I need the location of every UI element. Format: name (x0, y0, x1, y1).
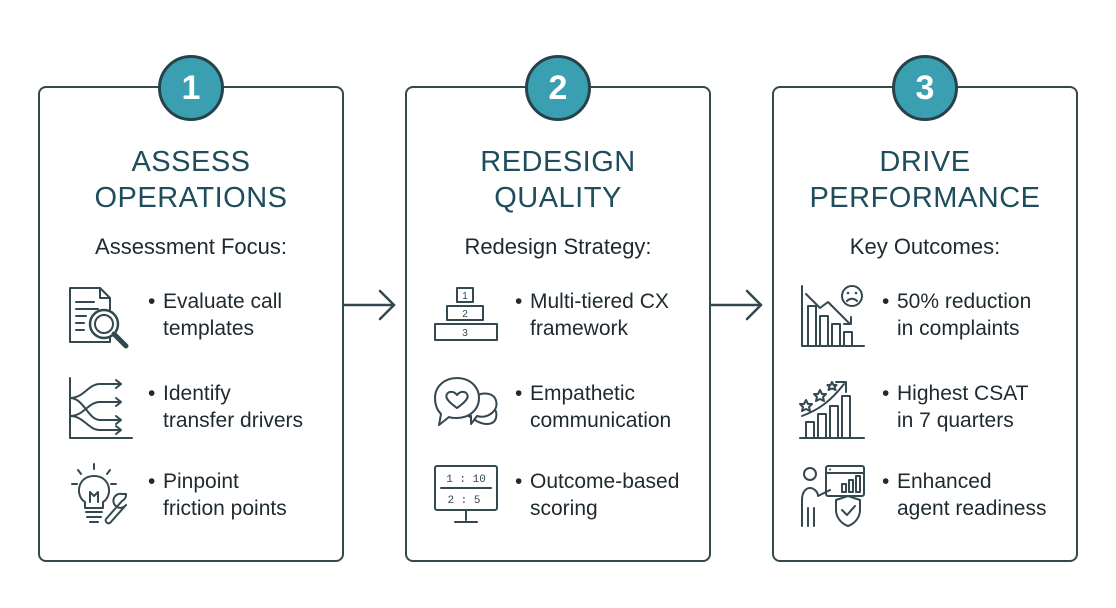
heart-chat-bubbles-icon (434, 377, 498, 426)
step-number-badge: 2 (525, 55, 591, 121)
podium-label: 3 (462, 328, 468, 339)
item-text: Empathetic communication (530, 380, 671, 434)
routing-arrows-icon (69, 377, 133, 439)
step-title-line1: DRIVE (879, 146, 971, 178)
list-item: 1 : 10 2 : 5 • Outcome-based scoring (431, 464, 701, 534)
item-line1: Evaluate call (163, 290, 283, 313)
arrow-right-icon (342, 289, 396, 321)
bullet: • (148, 382, 156, 405)
step-card-redesign: 2 REDESIGN QUALITY Redesign Strategy: 1 … (405, 55, 711, 562)
step-subtitle: Key Outcomes: (849, 234, 1001, 259)
rising-chart-stars-icon (799, 381, 865, 439)
step-subtitle: Assessment Focus: (95, 234, 287, 259)
bullet: • (515, 290, 523, 313)
item-line1: 50% reduction (897, 290, 1032, 313)
step-number-badge: 1 (158, 55, 224, 121)
item-text: Multi-tiered CX framework (530, 288, 669, 342)
step-card-drive: 3 DRIVE PERFORMANCE Key Outcomes: • 50% … (772, 55, 1078, 562)
list-item: • Highest CSAT in 7 quarters (798, 376, 1068, 446)
tiered-podium-icon: 1 2 3 (434, 287, 498, 341)
bullet: • (148, 290, 156, 313)
step-title-line2: PERFORMANCE (809, 182, 1041, 214)
item-line2: communication (530, 409, 672, 432)
item-text: Enhanced agent readiness (897, 468, 1046, 522)
bullet: • (148, 470, 156, 493)
bullet: • (882, 382, 890, 405)
podium-label: 1 (462, 291, 468, 302)
scoreboard-row: 2 : 5 (447, 495, 480, 507)
step-title-line2: OPERATIONS (94, 182, 288, 214)
list-item: • 50% reduction in complaints (798, 284, 1068, 354)
lightbulb-wrench-icon (71, 463, 127, 525)
list-item: 1 2 3 • Multi-tiered CX framework (431, 284, 701, 354)
scoreboard-monitor-icon: 1 : 10 2 : 5 (434, 465, 498, 523)
step-title: ASSESS OPERATIONS (40, 144, 342, 216)
item-text: Highest CSAT in 7 quarters (897, 380, 1029, 434)
agent-dashboard-shield-icon (801, 465, 865, 527)
step-title: DRIVE PERFORMANCE (774, 144, 1076, 216)
step-title: REDESIGN QUALITY (407, 144, 709, 216)
arrow-right-icon (709, 289, 763, 321)
item-line2: friction points (163, 497, 287, 520)
scoreboard-row: 1 : 10 (446, 474, 486, 486)
item-text: 50% reduction in complaints (897, 288, 1031, 342)
item-line1: Pinpoint (163, 470, 239, 493)
list-item: • Identify transfer drivers (64, 376, 334, 446)
document-magnifier-icon (69, 287, 129, 349)
step-title-line1: REDESIGN (480, 146, 636, 178)
item-text: Pinpoint friction points (163, 468, 287, 522)
list-item: • Evaluate call templates (64, 284, 334, 354)
bullet: • (882, 470, 890, 493)
podium-label: 2 (462, 309, 468, 320)
item-line1: Outcome-based (530, 470, 680, 493)
item-line2: in complaints (897, 317, 1020, 340)
list-item: • Pinpoint friction points (64, 463, 334, 534)
item-line1: Multi-tiered CX (530, 290, 669, 313)
step-card-assess: 1 ASSESS OPERATIONS Assessment Focus: • … (38, 55, 344, 562)
step-number-badge: 3 (892, 55, 958, 121)
step-title-line2: QUALITY (494, 182, 622, 214)
bullet: • (882, 290, 890, 313)
item-line2: framework (530, 317, 629, 340)
item-line1: Enhanced (897, 470, 992, 493)
item-line2: scoring (530, 497, 598, 520)
declining-chart-sad-face-icon (801, 285, 865, 347)
item-line2: agent readiness (897, 497, 1047, 520)
item-line1: Empathetic (530, 382, 636, 405)
item-line1: Highest CSAT (897, 382, 1029, 405)
bullet: • (515, 470, 523, 493)
step-subtitle: Redesign Strategy: (464, 234, 652, 259)
item-text: Evaluate call templates (163, 288, 282, 342)
item-text: Outcome-based scoring (530, 468, 679, 522)
list-item: • Enhanced agent readiness (798, 464, 1068, 534)
item-line2: in 7 quarters (897, 409, 1014, 432)
step-title-line1: ASSESS (131, 146, 251, 178)
item-line2: transfer drivers (163, 409, 304, 432)
item-line1: Identify (163, 382, 231, 405)
item-text: Identify transfer drivers (163, 380, 303, 434)
item-line2: templates (163, 317, 255, 340)
list-item: • Empathetic communication (431, 376, 701, 446)
bullet: • (515, 382, 523, 405)
